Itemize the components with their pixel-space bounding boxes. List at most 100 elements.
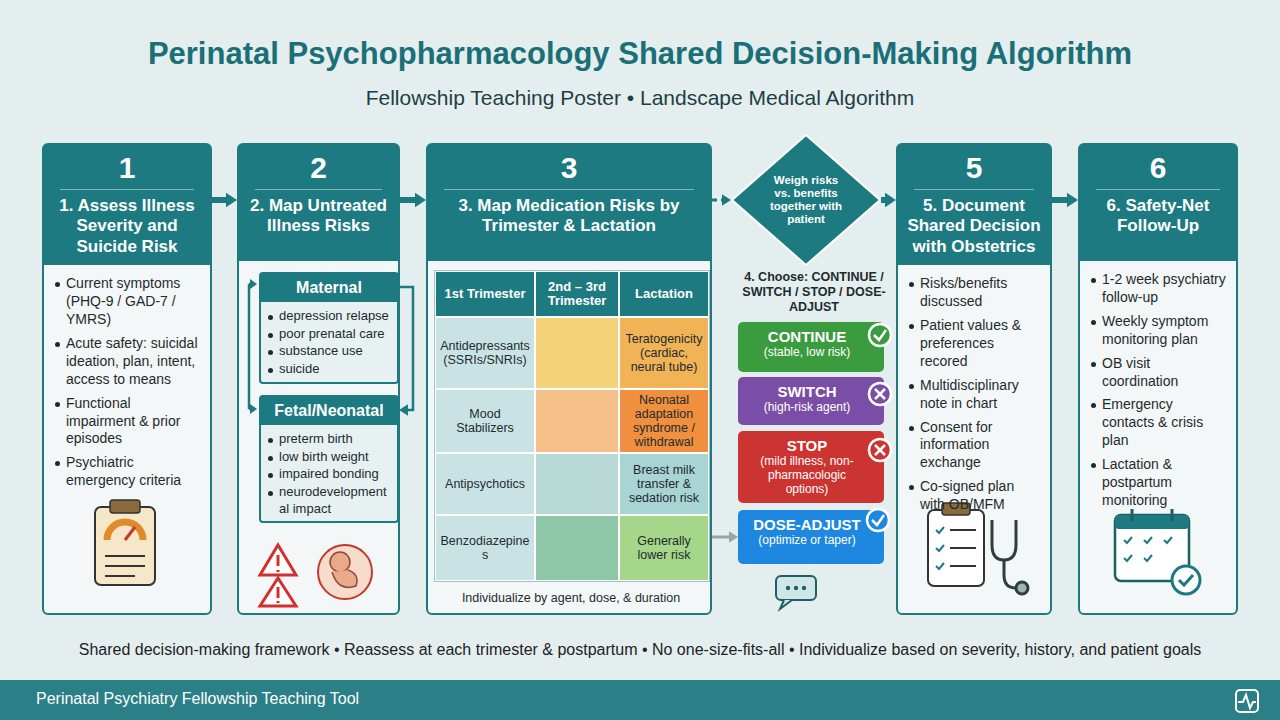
risk-box: Fetal/Neonatal preterm birthlow birth wei…	[259, 395, 399, 523]
risk-body: depression relapsepoor prenatal caresubs…	[261, 302, 397, 383]
table-cell: Teratogenicity (cardiac, neural tube)	[619, 317, 709, 389]
checklist-icon	[928, 503, 984, 586]
step-number: 1	[60, 151, 194, 190]
bullet-item: 1-2 week psychiatry follow-up	[1102, 271, 1228, 307]
warning-icon	[260, 545, 296, 606]
bullet-item: OB visit coordination	[1102, 355, 1228, 391]
connector	[712, 194, 731, 206]
panel-body: 1-2 week psychiatry follow-upWeekly symp…	[1080, 261, 1236, 524]
bullet-item: Weekly symptom monitoring plan	[1102, 313, 1228, 349]
bracket-arrow	[250, 279, 257, 289]
bullet-item: substance use	[279, 343, 393, 360]
option-name: DOSE-ADJUST	[746, 516, 868, 533]
panel-body: Risks/benefits discussedPatient values &…	[898, 265, 1050, 528]
step-number: 3	[444, 151, 694, 190]
table-cell: 2nd – 3rd Trimester	[535, 271, 619, 317]
table-cell: Generally lower risk	[619, 515, 709, 581]
option-note: (high-risk agent)	[746, 400, 868, 414]
bullet-item: Consent for information exchange	[920, 419, 1042, 473]
bullet-item: Lactation & postpartum monitoring	[1102, 456, 1228, 510]
table-text: Neonatal adaptation syndrome / withdrawa…	[624, 393, 704, 449]
step-number: 6	[1096, 151, 1220, 190]
panel-header: 22. Map Untreated Illness Risks	[239, 145, 398, 261]
table-cell: Antidepressants (SSRIs/SNRIs)	[435, 317, 535, 389]
panel-body: Current symptoms (PHQ-9 / GAD-7 / YMRS)A…	[44, 265, 210, 504]
bullet-item: Patient values & preferences recored	[920, 317, 1042, 371]
step-title: 2. Map Untreated Illness Risks	[247, 196, 390, 237]
option-box: SWITCH(high-risk agent)	[738, 377, 884, 425]
bracket	[249, 284, 254, 409]
table-note: Individualize by agent, dose, & duration	[434, 591, 708, 605]
connector-line	[712, 536, 729, 539]
table-cell	[535, 453, 619, 515]
subtitle: Fellowship Teaching Poster • Landscape M…	[0, 86, 1280, 110]
bullet-item: Multidisciplinary note in chart	[920, 377, 1042, 413]
connector	[712, 531, 738, 543]
footer-band: Perinatal Psychiatry Fellowship Teaching…	[0, 680, 1280, 720]
bullet-item: poor prenatal care	[279, 326, 393, 343]
risk-table: 1st Trimester2nd – 3rd Trimester Lactatio…	[434, 270, 710, 582]
arrow-head	[415, 193, 426, 207]
table-cell: Mood Stabilizers	[435, 389, 535, 453]
bullet-item: suicide	[279, 361, 393, 378]
option-note: (mild illness, non-pharmacologic options…	[746, 454, 868, 496]
table-text: Lactation	[635, 287, 693, 301]
footer-text: Perinatal Psychiatry Fellowship Teaching…	[36, 690, 1244, 708]
risk-header: Maternal	[261, 274, 397, 302]
option-note: (optimize or taper)	[746, 533, 868, 547]
table-text: Antidepressants (SSRIs/SNRIs)	[440, 339, 530, 367]
table-text: Antipsychotics	[445, 477, 525, 491]
table-cell: Lactation	[619, 271, 709, 317]
table-text: 2nd – 3rd Trimester	[540, 280, 614, 308]
status-icon	[867, 324, 891, 531]
bullet-item: preterm birth	[279, 431, 393, 448]
table-cell: Neonatal adaptation syndrome / withdrawa…	[619, 389, 709, 453]
connector-line	[399, 287, 413, 410]
arrow-head	[722, 194, 731, 206]
step-panel: 1 1. Assess Illness Severity and Suicide …	[42, 143, 212, 615]
bullet-item: Risks/benefits discussed	[920, 275, 1042, 311]
risk-box: Maternal depression relapsepoor prenatal …	[259, 272, 399, 384]
risk-body: preterm birthlow birth weightimpaired bo…	[261, 425, 397, 522]
stethoscope-icon	[992, 520, 1028, 594]
bullet-item: neurodevelopmental impact	[279, 484, 393, 517]
option-name: SWITCH	[746, 383, 868, 400]
step-panel: 33. Map Medication Risks by Trimester & …	[426, 143, 712, 615]
arrow-head	[1067, 193, 1078, 207]
bullet-item: Acute safety: suicidal ideation, plan, i…	[66, 335, 202, 389]
panel-header: 6 6. Safety-Net Follow-Up	[1080, 145, 1236, 261]
panel-header: 1 1. Assess Illness Severity and Suicide …	[44, 145, 210, 265]
step-panel: 22. Map Untreated Illness RisksMaternal d…	[237, 143, 400, 615]
panel-header: 55. Document Shared Decision with Obstet…	[898, 145, 1050, 265]
table-cell: 1st Trimester	[435, 271, 535, 317]
arrow-head	[226, 193, 237, 207]
step-title: 1. Assess Illness Severity and Suicide R…	[52, 196, 202, 257]
arrow-head	[399, 404, 408, 416]
risk-title: Maternal	[265, 279, 393, 297]
step-number: 5	[914, 151, 1034, 190]
caption: Shared decision-making framework • Reass…	[0, 641, 1280, 659]
step-panel: 6 6. Safety-Net Follow-Up 1-2 week psychia…	[1078, 143, 1238, 615]
connector	[399, 287, 413, 416]
table-text: Generally lower risk	[624, 534, 704, 562]
table-text: Breast milk transfer & sedation risk	[624, 463, 704, 505]
poster-title: Perinatal Psychopharmacology Shared Deci…	[0, 36, 1280, 72]
option-name: STOP	[746, 437, 868, 454]
risk-title: Fetal/Neonatal	[265, 402, 393, 420]
option-box: DOSE-ADJUST(optimize or taper)	[738, 510, 884, 564]
option-box: CONTINUE(stable, low risk)	[738, 322, 884, 372]
bullet-item: Psychiatric emergency criteria	[66, 454, 202, 490]
connector	[400, 193, 426, 207]
decision-text: Weigh risks vs. benefits together with p…	[766, 174, 846, 226]
calendar-icon	[1115, 509, 1200, 594]
footer-icon	[1236, 690, 1258, 712]
step-title: 6. Safety-Net Follow-Up	[1088, 196, 1228, 237]
speech-bubble-icon	[776, 576, 816, 609]
table-text: Benzodiazepines	[440, 534, 530, 562]
connector	[212, 193, 237, 207]
connector	[881, 193, 896, 207]
bullet-item: low birth weight	[279, 449, 393, 466]
bullet-item: Co-signed plan with OB/MFM	[920, 478, 1042, 514]
table-cell	[535, 515, 619, 581]
